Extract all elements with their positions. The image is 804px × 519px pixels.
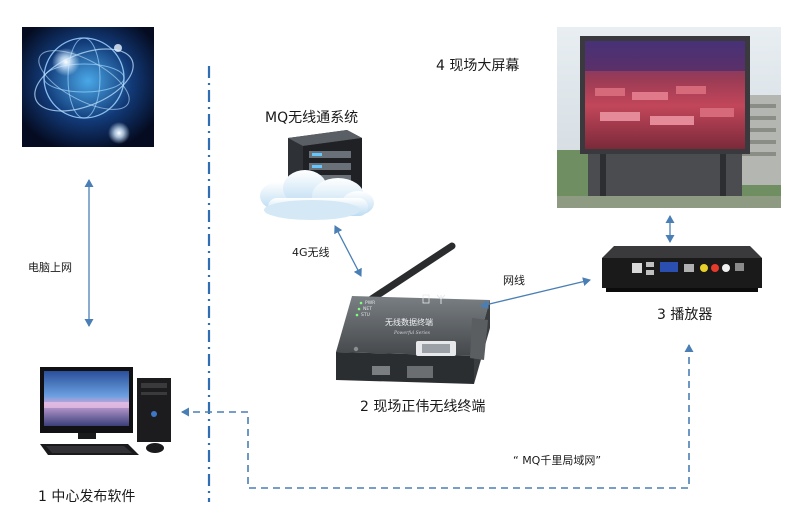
center-software-label: 1 中心发布软件 (38, 489, 136, 505)
cable-label: 网线 (503, 274, 525, 287)
led-stu-label: STU (361, 312, 370, 318)
wireless-4g-label: 4G无线 (292, 246, 330, 259)
mq-system-label: MQ无线通系统 (265, 110, 359, 126)
wireless-4g-arrow (334, 225, 362, 277)
cable-arrow (480, 277, 591, 309)
desktop-computer-icon (40, 367, 171, 455)
globe-icon (22, 27, 154, 147)
terminal-sub-label: Powerful Series (393, 330, 431, 336)
screen-label: 4 现场大屏幕 (436, 58, 520, 74)
terminal-brand-label: 无线数据终端 (385, 317, 433, 327)
terminal-label: 2 现场正伟无线终端 (360, 399, 486, 415)
media-player-icon (602, 246, 762, 292)
server-cloud-icon (260, 130, 374, 220)
led-net-label: NET (363, 306, 372, 312)
player-label: 3 播放器 (657, 307, 713, 323)
led-screen-photo (557, 27, 781, 208)
pc-network-label: 电脑上网 (28, 261, 72, 274)
lan-label: “ MQ千里局域网” (513, 454, 602, 467)
led-pwr-label: PWR (365, 300, 375, 306)
wireless-terminal-icon: PWR NET STU 无线数据终端 Powerful Series (336, 242, 490, 384)
